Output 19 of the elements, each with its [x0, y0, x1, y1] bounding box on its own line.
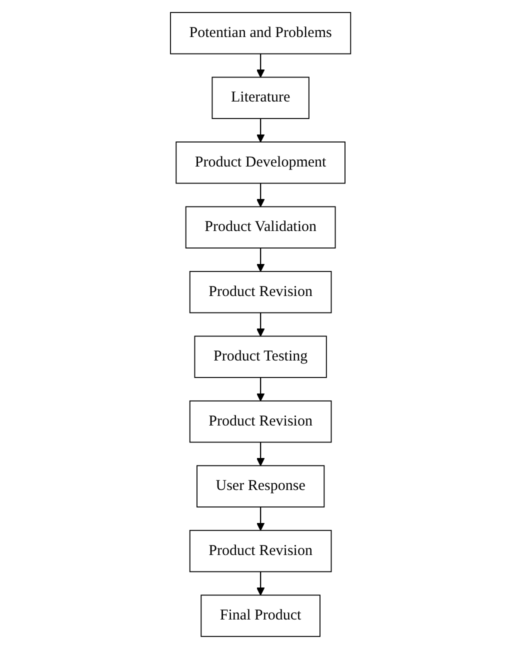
arrow: [256, 442, 265, 466]
arrow: [256, 248, 265, 272]
arrow: [256, 118, 265, 142]
arrow: [256, 378, 265, 402]
node-box: Product Revision: [189, 271, 332, 314]
node-box: Final Product: [200, 594, 320, 637]
node-box: Literature: [212, 76, 310, 120]
arrow: [256, 572, 265, 596]
arrow: [256, 183, 265, 208]
arrow: [256, 54, 265, 78]
node-box: Product Testing: [194, 336, 327, 378]
node-box: Product Revision: [189, 530, 332, 572]
node-box: Product Validation: [185, 206, 336, 248]
arrow: [256, 506, 265, 531]
arrow: [256, 312, 265, 337]
node-box: Product Development: [176, 142, 346, 184]
node-box: User Response: [196, 465, 325, 508]
node-box: Product Revision: [189, 400, 332, 443]
node-box: Potentian and Problems: [170, 12, 352, 54]
